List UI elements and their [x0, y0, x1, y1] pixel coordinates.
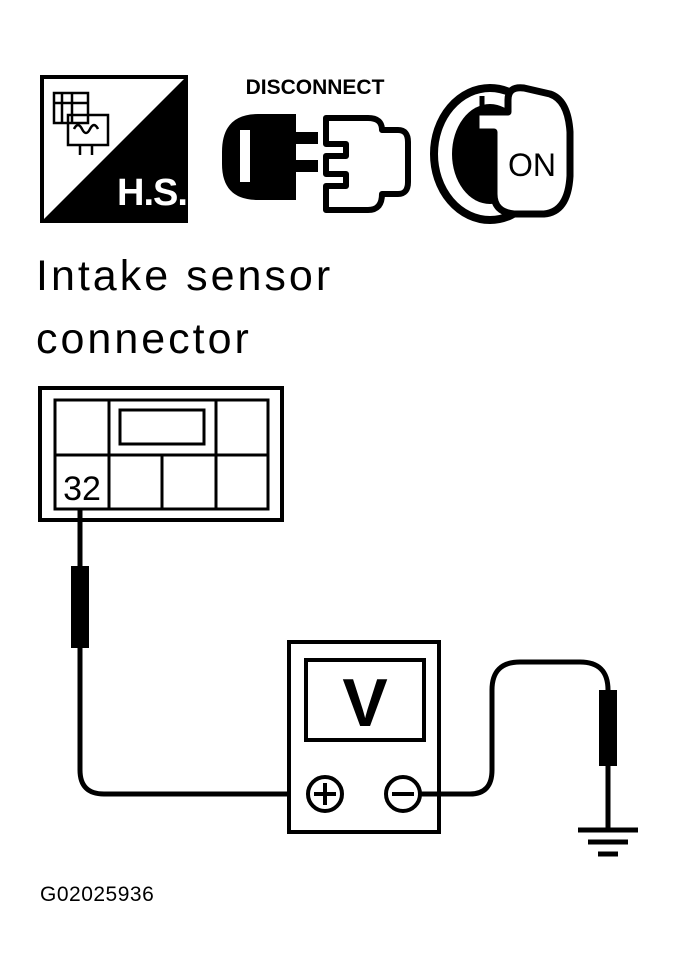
disconnect-label: DISCONNECT [246, 76, 385, 99]
ignition-key-icon: ON [430, 84, 574, 224]
figure-code: G02025936 [40, 883, 155, 906]
ground-icon [578, 827, 638, 857]
intake-sensor-connector: 32 [38, 386, 284, 522]
voltmeter: V [287, 640, 441, 834]
terminal-32: 32 [63, 470, 101, 508]
harness-sketch [52, 91, 110, 155]
terminal-label: 32 [63, 470, 101, 508]
negative-probe-lead [420, 659, 617, 830]
harness-label: H.S. [117, 172, 187, 214]
title-line-2: connector [36, 315, 252, 363]
disconnect-connector-icon: DISCONNECT [222, 76, 411, 213]
positive-probe-lead [71, 509, 310, 797]
voltmeter-display: V [342, 665, 387, 741]
ignition-label: ON [508, 147, 556, 183]
wiring-diagram: 32 V [38, 386, 638, 857]
title-line-1: Intake sensor [36, 252, 334, 300]
harness-connector-icon: H.S. [40, 75, 188, 223]
